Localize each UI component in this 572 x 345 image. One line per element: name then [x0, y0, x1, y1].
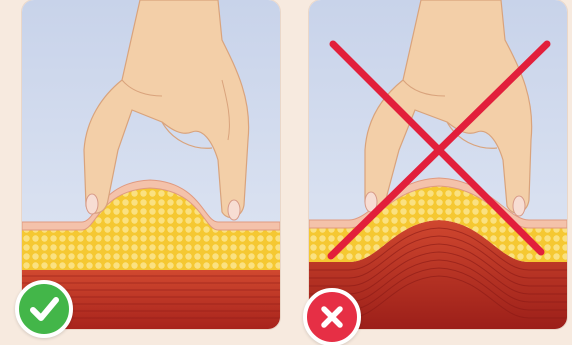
- correct-pinch-illustration: [22, 0, 280, 329]
- incorrect-badge: [303, 288, 361, 345]
- finger-nail: [228, 200, 240, 220]
- check-mark-icon: [27, 292, 61, 326]
- x-mark-icon: [317, 302, 347, 332]
- incorrect-pinch-illustration: [309, 0, 567, 329]
- finger-nail: [513, 196, 525, 216]
- correct-pinch-panel: [22, 0, 280, 329]
- thumb-nail: [86, 194, 98, 214]
- correct-badge: [15, 280, 73, 338]
- incorrect-pinch-panel: [309, 0, 567, 329]
